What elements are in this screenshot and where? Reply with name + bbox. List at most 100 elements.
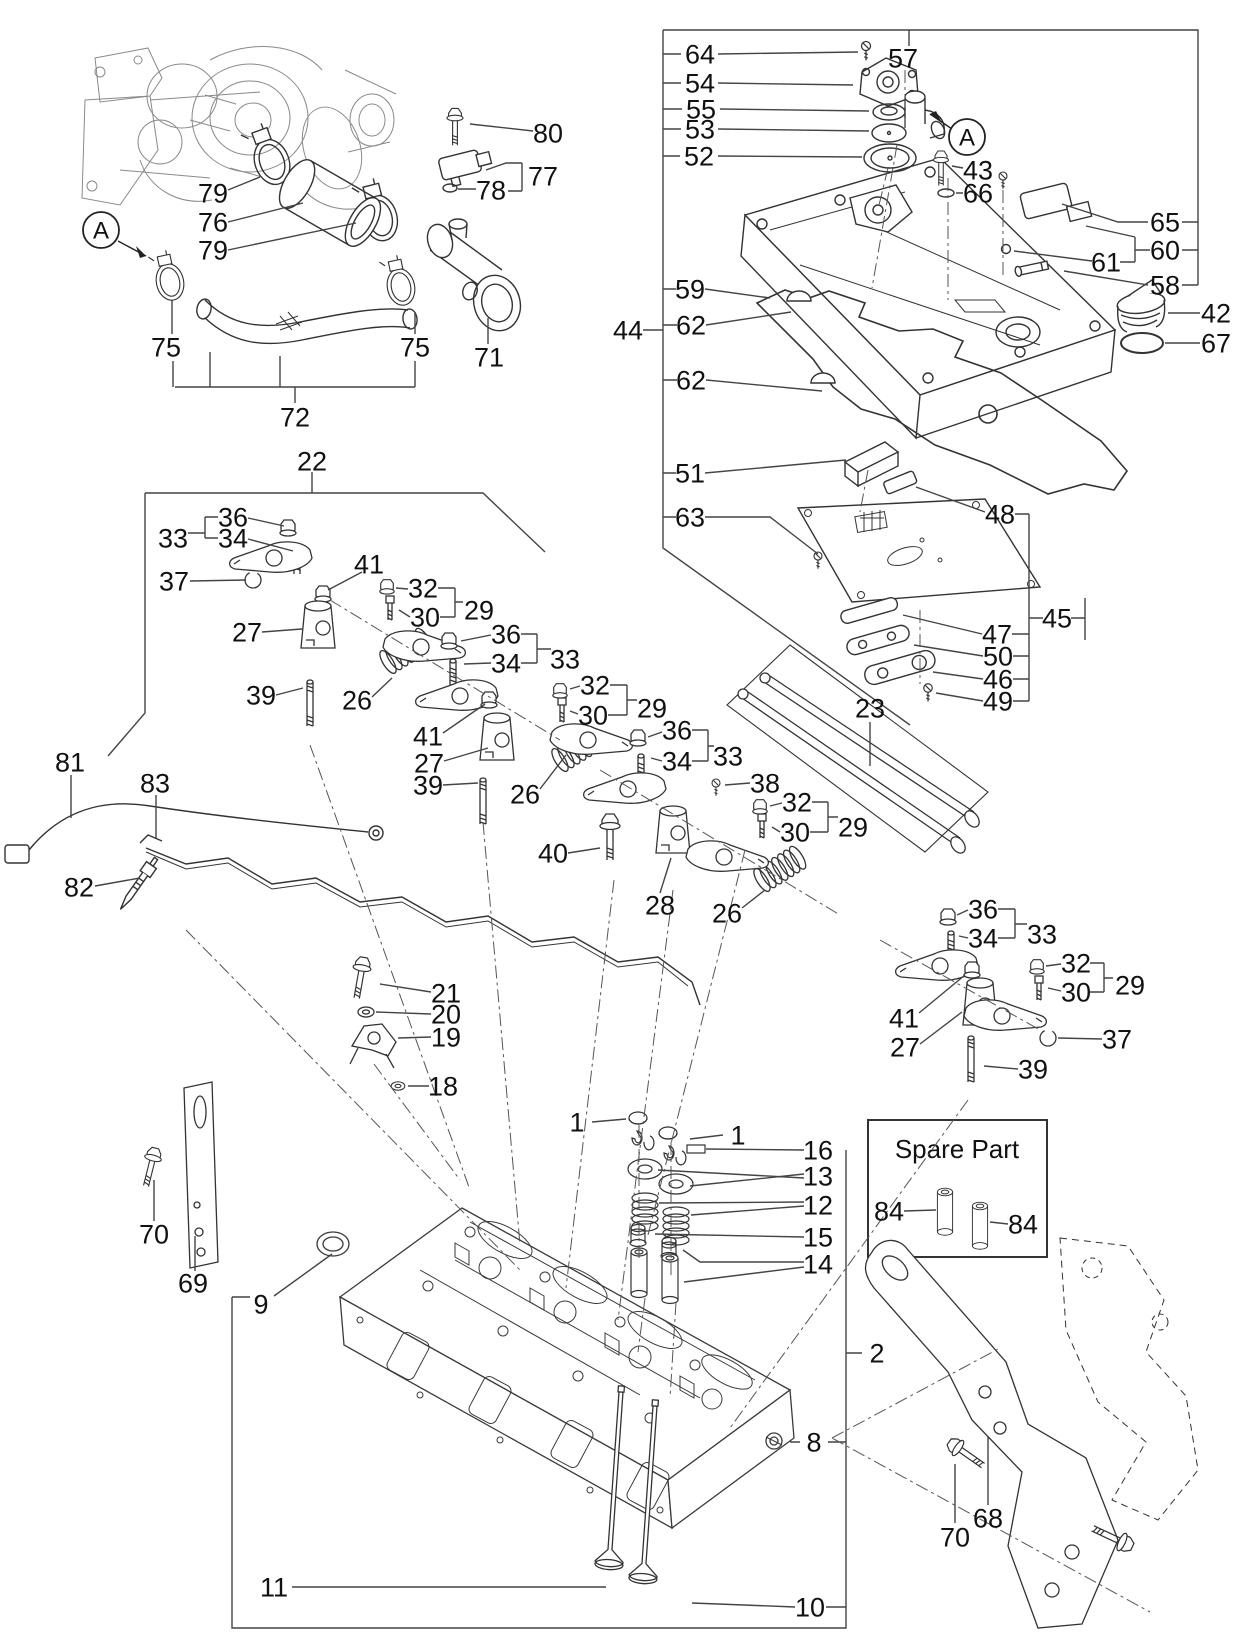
- callout-84: 84: [874, 1197, 904, 1227]
- callout-80: 80: [533, 119, 563, 149]
- callout-11: 11: [260, 1573, 288, 1603]
- callout-26: 26: [510, 780, 540, 810]
- callout-1: 1: [730, 1121, 745, 1151]
- cup-plug-9: [316, 1231, 350, 1257]
- callout-53: 53: [685, 115, 715, 145]
- callout-39: 39: [1018, 1055, 1048, 1085]
- callout-26: 26: [342, 686, 372, 716]
- callout-61: 61: [1091, 248, 1121, 278]
- callout-33: 33: [158, 524, 188, 554]
- callout-51: 51: [675, 459, 705, 489]
- callout-32: 32: [408, 574, 438, 604]
- valve-cover: [740, 157, 1117, 440]
- callout-37: 37: [1102, 1025, 1132, 1055]
- callout-29: 29: [637, 694, 667, 724]
- svg-text:A: A: [959, 125, 975, 152]
- set-screw-8: [765, 1432, 783, 1450]
- intake-hose-parts: [147, 107, 522, 345]
- bridge-hardware: [347, 955, 406, 1091]
- callout-34: 34: [491, 649, 521, 679]
- callout-32: 32: [580, 671, 610, 701]
- callout-33: 33: [713, 742, 743, 772]
- callout-23: 23: [855, 694, 885, 724]
- pin-16: [686, 1144, 706, 1154]
- callout-32: 32: [1061, 949, 1091, 979]
- callout-32: 32: [782, 788, 812, 818]
- breather-cap-stack: [859, 40, 919, 173]
- rubber-plug-62: [786, 290, 836, 384]
- svg-text:A: A: [93, 218, 109, 245]
- rocker-arm-clusters: [228, 519, 1057, 1083]
- plate-46: [864, 649, 936, 686]
- callout-71: 71: [474, 343, 504, 373]
- callout-38: 38: [750, 769, 780, 799]
- construction-lines: [185, 70, 1151, 1613]
- glow-plug-82: [119, 856, 159, 910]
- view-markers: [117, 111, 953, 258]
- o-ring-61: [1000, 243, 1012, 255]
- spare-part-title: Spare Part: [895, 1134, 1020, 1164]
- callout-14: 14: [803, 1250, 833, 1280]
- callout-84: 84: [1008, 1210, 1038, 1240]
- callout-44: 44: [613, 316, 643, 346]
- callout-9: 9: [253, 1290, 268, 1320]
- bolt-70: [137, 1145, 165, 1189]
- callout-36: 36: [218, 503, 248, 533]
- callout-65: 65: [1150, 208, 1180, 238]
- baffle-plate-group: [796, 441, 1042, 703]
- callout-15: 15: [803, 1223, 833, 1253]
- strap-and-bolt: [137, 1081, 219, 1269]
- callout-47: 47: [982, 620, 1012, 650]
- callout-20: 20: [431, 1000, 461, 1030]
- callout-55: 55: [686, 95, 716, 125]
- callout-58: 58: [1150, 271, 1180, 301]
- map-sensor-77: [438, 149, 493, 188]
- callout-75: 75: [400, 333, 430, 363]
- strap-69: [183, 1081, 219, 1269]
- callout-70: 70: [139, 1220, 169, 1250]
- connector-81: [4, 844, 30, 864]
- callout-29: 29: [838, 813, 868, 843]
- callout-13: 13: [803, 1162, 833, 1192]
- callout-19: 19: [431, 1023, 461, 1053]
- pad-48: [883, 470, 918, 495]
- callout-10: 10: [795, 1593, 825, 1623]
- callout-12: 12: [803, 1191, 833, 1221]
- callout-46: 46: [983, 665, 1013, 695]
- callout-72: 72: [280, 403, 310, 433]
- valve-stack-parts: [627, 1111, 706, 1305]
- rubber-block-51: [843, 441, 900, 488]
- callout-37: 37: [159, 567, 189, 597]
- callout-41: 41: [889, 1004, 919, 1034]
- callout-45: 45: [1042, 604, 1072, 634]
- callout-82: 82: [64, 873, 94, 903]
- bolt-80: [446, 107, 464, 146]
- callout-16: 16: [803, 1136, 833, 1166]
- callout-78: 78: [476, 176, 506, 206]
- breather-elbow-57: [904, 90, 946, 140]
- callout-36: 36: [491, 620, 521, 650]
- hose-clamp-75b: [378, 252, 419, 309]
- callout-50: 50: [983, 642, 1013, 672]
- glow-plug-harness: [4, 803, 701, 1006]
- callout-62: 62: [676, 366, 706, 396]
- gasket-47: [840, 596, 899, 625]
- callout-29: 29: [1115, 971, 1145, 1001]
- callout-34: 34: [662, 747, 692, 777]
- bridge-19: [349, 1023, 397, 1069]
- callout-48: 48: [985, 500, 1015, 530]
- callout-22: 22: [297, 447, 327, 477]
- callout-8: 8: [806, 1428, 821, 1458]
- callout-54: 54: [685, 69, 715, 99]
- plate-50: [846, 624, 910, 656]
- washer-18: [390, 1081, 406, 1091]
- callout-27: 27: [890, 1033, 920, 1063]
- callout-30: 30: [780, 818, 810, 848]
- callout-69: 69: [178, 1269, 208, 1299]
- gasket-59: [755, 289, 1129, 495]
- callout-2: 2: [869, 1339, 884, 1369]
- callout-68: 68: [973, 1504, 1003, 1534]
- screw-49: [923, 683, 933, 703]
- callout-27: 27: [232, 618, 262, 648]
